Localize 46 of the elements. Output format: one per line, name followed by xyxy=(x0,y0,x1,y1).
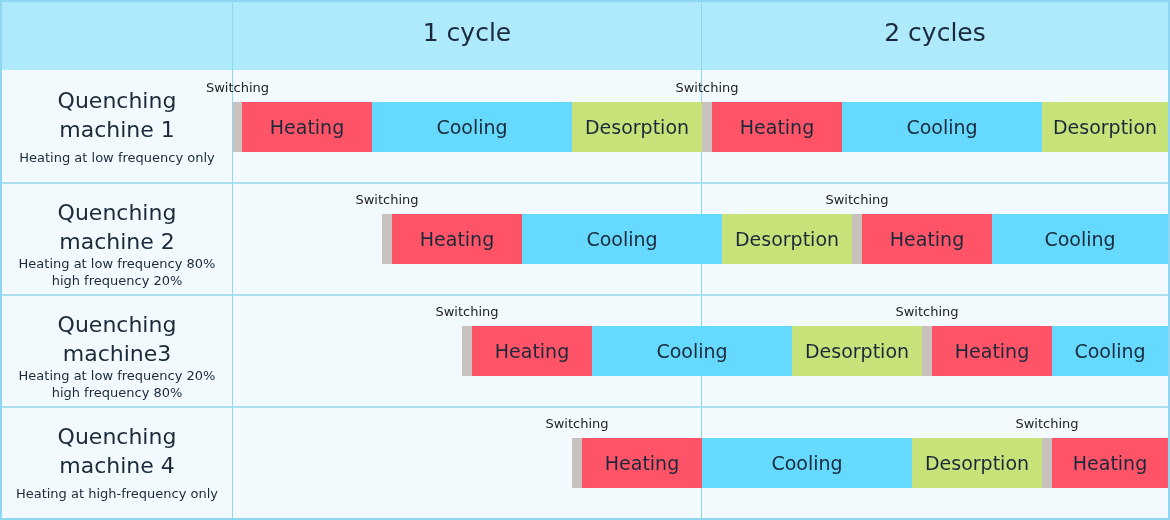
heating-bar: Heating xyxy=(862,214,992,264)
phase-label: Switching xyxy=(674,80,740,95)
cooling-bar: Cooling xyxy=(992,214,1168,264)
column-header: 1 cycle xyxy=(421,18,513,47)
switching-bar xyxy=(462,326,472,376)
row-note: Heating at low frequency 80% high frequency 20% xyxy=(17,255,217,289)
phase-label: Switching xyxy=(894,304,960,319)
desorption-bar: Desorption xyxy=(722,214,852,264)
heating-bar: Heating xyxy=(1052,438,1168,488)
heating-bar: Heating xyxy=(712,102,842,152)
row-title: Quenching machine 2 xyxy=(56,199,178,256)
row-title: Quenching machine 1 xyxy=(56,87,178,144)
phase-label: Switching xyxy=(204,80,271,95)
switching-bar xyxy=(1042,438,1052,488)
switching-bar xyxy=(852,214,862,264)
switching-bar xyxy=(233,102,242,152)
desorption-bar: Desorption xyxy=(1042,102,1168,152)
row-title: Quenching machine3 xyxy=(56,311,178,368)
heating-bar: Heating xyxy=(582,438,702,488)
cooling-bar: Cooling xyxy=(522,214,722,264)
desorption-bar: Desorption xyxy=(572,102,702,152)
cooling-bar: Cooling xyxy=(842,102,1042,152)
heating-bar: Heating xyxy=(932,326,1052,376)
heating-bar: Heating xyxy=(472,326,592,376)
row-note: Heating at high-frequency only xyxy=(14,485,220,502)
cooling-bar: Cooling xyxy=(1052,326,1168,376)
row-note: Heating at low frequency 20% high frequency 80% xyxy=(17,367,217,401)
switching-bar xyxy=(702,102,712,152)
switching-bar xyxy=(572,438,582,488)
switching-bar xyxy=(922,326,932,376)
phase-label: Switching xyxy=(434,304,500,319)
phase-label: Switching xyxy=(824,192,890,207)
desorption-bar: Desorption xyxy=(792,326,922,376)
cooling-bar: Cooling xyxy=(702,438,912,488)
heating-bar: Heating xyxy=(392,214,522,264)
phase-label: Switching xyxy=(1014,416,1080,431)
phase-label: Switching xyxy=(544,416,610,431)
column-header: 2 cycles xyxy=(883,18,987,47)
cooling-bar: Cooling xyxy=(592,326,792,376)
phase-label: Switching xyxy=(354,192,420,207)
desorption-bar: Desorption xyxy=(912,438,1042,488)
cooling-bar: Cooling xyxy=(372,102,572,152)
heating-bar: Heating xyxy=(242,102,372,152)
row-title: Quenching machine 4 xyxy=(56,423,178,480)
switching-bar xyxy=(382,214,392,264)
row-note: Heating at low frequency only xyxy=(18,149,216,166)
